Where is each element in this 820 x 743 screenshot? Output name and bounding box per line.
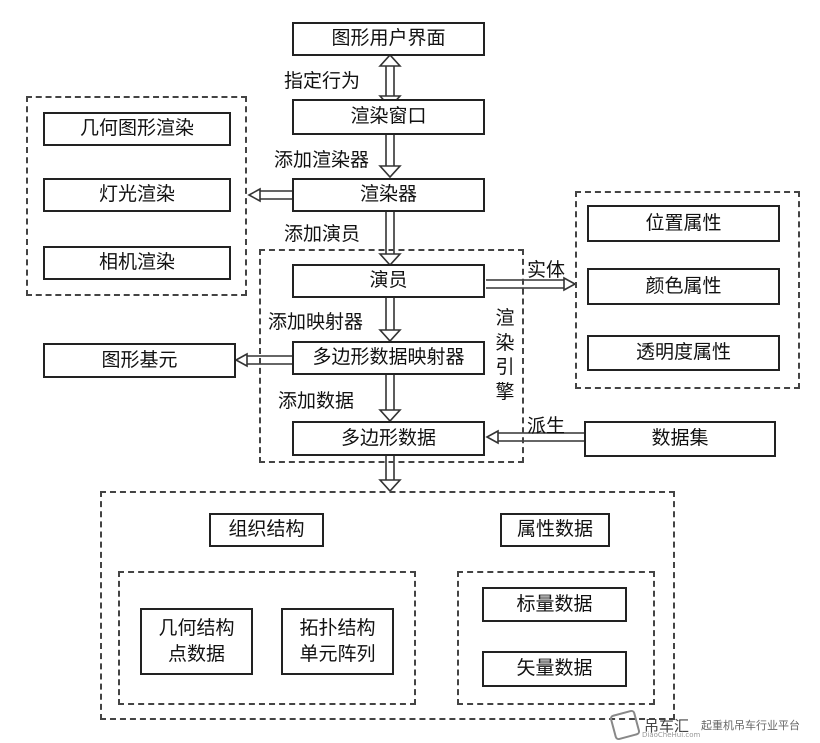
watermark: 吊车汇 DiaoCheHui.com 起重机吊车行业平台 [609, 709, 801, 741]
node-geom-struct: 几何结构 点数据 [140, 608, 253, 675]
node-renderer: 渲染器 [292, 178, 485, 212]
node-scalar-data: 标量数据 [482, 587, 627, 622]
watermark-slogan: 起重机吊车行业平台 [701, 719, 801, 732]
group-org-structure [118, 571, 416, 705]
edge-label-add-data: 添加数据 [278, 390, 355, 412]
node-geometry-render: 几何图形渲染 [43, 112, 231, 146]
group-render-types [26, 96, 247, 296]
group-render-engine [259, 249, 524, 463]
arrow-renderer-render-types [247, 187, 292, 203]
watermark-brand: 吊车汇 [644, 716, 690, 735]
node-actor: 演员 [292, 264, 485, 298]
node-position-attr: 位置属性 [587, 205, 780, 242]
node-opacity-attr: 透明度属性 [587, 335, 780, 371]
node-gui: 图形用户界面 [292, 22, 485, 56]
node-light-render: 灯光渲染 [43, 178, 231, 212]
node-color-attr: 颜色属性 [587, 268, 780, 305]
crane-logo-icon [609, 709, 641, 741]
edge-label-add-mapper: 添加映射器 [268, 311, 364, 333]
group-attr-data [457, 571, 655, 705]
node-primitive: 图形基元 [43, 343, 236, 378]
group-actor-attributes [575, 191, 800, 389]
arrow-renderer-actor [378, 212, 402, 267]
arrow-actor-attributes [486, 276, 577, 292]
arrow-window-renderer [378, 135, 402, 179]
node-attr-data: 属性数据 [500, 513, 610, 547]
arrow-dataset-polydata [485, 429, 584, 445]
edge-label-entity: 实体 [527, 259, 566, 281]
edge-label-derive: 派生 [527, 415, 566, 437]
edge-label-add-actor: 添加演员 [284, 223, 361, 245]
node-dataset: 数据集 [584, 421, 776, 457]
node-vector-data: 矢量数据 [482, 651, 627, 687]
node-topo-struct: 拓扑结构 单元阵列 [281, 608, 394, 675]
watermark-sub: DiaoCheHui.com [642, 731, 701, 739]
arrow-mapper-primitive [234, 352, 292, 368]
node-mapper: 多边形数据映射器 [292, 341, 485, 375]
arrow-polydata-structure [378, 456, 402, 493]
edge-label-add-renderer: 添加渲染器 [274, 149, 370, 171]
node-polydata: 多边形数据 [292, 421, 485, 456]
node-org-structure: 组织结构 [209, 513, 324, 547]
group-label-render-engine: 渲染引擎 [495, 307, 515, 404]
node-camera-render: 相机渲染 [43, 246, 231, 280]
arrow-actor-mapper [378, 298, 402, 343]
arrow-mapper-polydata [378, 375, 402, 423]
node-render-window: 渲染窗口 [292, 99, 485, 135]
group-dataset-structure [100, 491, 675, 720]
edge-label-specify-behavior: 指定行为 [284, 70, 361, 92]
